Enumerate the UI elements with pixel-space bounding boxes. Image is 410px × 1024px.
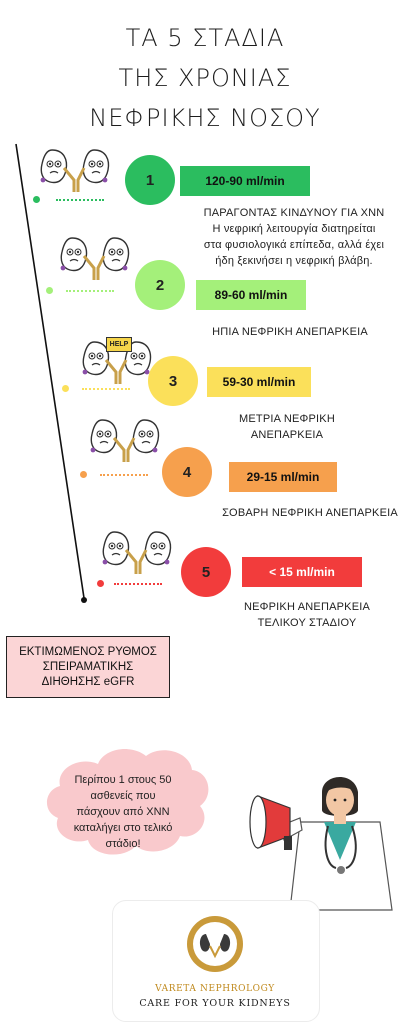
stage-3-desc-line: ΑΝΕΠΑΡΚΕΙΑ (250, 429, 324, 441)
title-line-2: ΤΗΣ ΧΡΟΝΙΑΣ (118, 64, 292, 92)
stage-4-dotted-line (100, 474, 148, 476)
help-sign-text: HELP (109, 341, 129, 348)
stage-2-description: ΗΠΙΑ ΝΕΦΡΙΚΗ ΑΝΕΠΑΡΚΕΙΑ (190, 324, 390, 340)
callout-line: Περίπου 1 στους 50 (74, 774, 172, 786)
stage-5-desc-line: ΝΕΦΡΙΚΗ ΑΝΕΠΑΡΚΕΙΑ (243, 601, 371, 613)
stage-4-desc-line: ΣΟΒΑΡΗ ΝΕΦΡΙΚΗ ΑΝΕΠΑΡΚΕΙΑ (222, 507, 398, 519)
stage-1-desc-line: στα φυσιολογικά επίπεδα, αλλά έχει (203, 239, 385, 251)
stage-2-range: 89-60 ml/min (214, 288, 288, 302)
stage-5-desc-line: ΤΕΛΙΚΟΥ ΣΤΑΔΙΟΥ (257, 617, 357, 629)
title-line-1: ΤΑ 5 ΣΤΑΔΙΑ (125, 24, 285, 52)
stage-2-desc-line: ΗΠΙΑ ΝΕΦΡΙΚΗ ΑΝΕΠΑΡΚΕΙΑ (212, 326, 368, 338)
stage-4-dot (80, 471, 87, 478)
callout-line: καταλήγει στο τελικό (73, 822, 173, 834)
help-sign: HELP (106, 337, 132, 352)
stage-3-range: 59-30 ml/min (222, 375, 296, 389)
stage-4-description: ΣΟΒΑΡΗ ΝΕΦΡΙΚΗ ΑΝΕΠΑΡΚΕΙΑ (210, 505, 410, 521)
stage-2-circle: 2 (135, 260, 185, 310)
callout-line: στάδιο! (105, 838, 141, 850)
logo-tagline: CARE FOR YOUR KIDNEYS (139, 998, 291, 1009)
stage-1-desc-line: Η νεφρική λειτουργία διατηρείται (212, 223, 376, 235)
stage-5-circle: 5 (181, 547, 231, 597)
stage-5-dotted-line (114, 583, 162, 585)
stage-2-dot (46, 287, 53, 294)
stage-1-circle: 1 (125, 155, 175, 205)
megaphone-icon (257, 795, 291, 849)
stage-3-range-bar: 59-30 ml/min (207, 367, 311, 397)
stage-5-description: ΝΕΦΡΙΚΗ ΑΝΕΠΑΡΚΕΙΑ ΤΕΛΙΚΟΥ ΣΤΑΔΙΟΥ (232, 599, 382, 631)
stage-1-dotted-line (56, 199, 104, 201)
stage-2-number: 2 (155, 276, 165, 294)
stage-1-desc-line: ήδη ξεκινήσει η νεφρική βλάβη. (215, 255, 373, 267)
stage-1-desc-line: ΠΑΡΑΓΟΝΤΑΣ ΚΙΝΔΥΝΟΥ ΓΙΑ ΧΝΝ (203, 207, 385, 219)
callout-text: Περίπου 1 στους 50 ασθενείς που πάσχουν … (58, 772, 188, 852)
stage-4-range-bar: 29-15 ml/min (229, 462, 337, 492)
stage-3-dotted-line (82, 388, 130, 390)
egfr-line: ΕΚΤΙΜΩΜΕΝΟΣ ΡΥΘΜΟΣ (19, 645, 157, 658)
egfr-box: ΕΚΤΙΜΩΜΕΝΟΣ ΡΥΘΜΟΣ ΣΠΕΙΡΑΜΑΤΙΚΗΣ ΔΙΗΘΗΣΗ… (6, 636, 170, 698)
stage-3-number: 3 (168, 372, 178, 390)
page-title: ΤΑ 5 ΣΤΑΔΙΑ ΤΗΣ ΧΡΟΝΙΑΣ ΝΕΦΡΙΚΗΣ ΝΟΣΟΥ (0, 18, 410, 138)
callout-line: ασθενείς που (90, 790, 156, 802)
logo-name: VARETA NEPHROLOGY (155, 984, 275, 994)
title-line-3: ΝΕΦΡΙΚΗΣ ΝΟΣΟΥ (89, 104, 321, 132)
stage-4-number: 4 (182, 463, 192, 481)
stage-2-dotted-line (66, 290, 114, 292)
stage-2-range-bar: 89-60 ml/min (196, 280, 306, 310)
stage-5-number: 5 (201, 563, 211, 581)
stage-1-description: ΠΑΡΑΓΟΝΤΑΣ ΚΙΝΔΥΝΟΥ ΓΙΑ ΧΝΝ Η νεφρική λε… (185, 205, 403, 269)
stage-5-range: < 15 ml/min (269, 565, 335, 579)
stage-5-range-bar: < 15 ml/min (242, 557, 362, 587)
stage-1-range-bar: 120-90 ml/min (180, 166, 310, 196)
stage-5-dot (97, 580, 104, 587)
stage-1-dot (33, 196, 40, 203)
callout-line: πάσχουν από ΧΝΝ (76, 806, 170, 818)
stage-4-circle: 4 (162, 447, 212, 497)
egfr-line: ΔΙΗΘΗΣΗΣ eGFR (41, 675, 135, 688)
stage-3-desc-line: ΜΕΤΡΙΑ ΝΕΦΡΙΚΗ (239, 413, 335, 425)
stage-4-range: 29-15 ml/min (246, 470, 320, 484)
stage-1-range: 120-90 ml/min (205, 174, 285, 188)
stage-3-description: ΜΕΤΡΙΑ ΝΕΦΡΙΚΗ ΑΝΕΠΑΡΚΕΙΑ (212, 411, 362, 443)
stage-3-dot (62, 385, 69, 392)
stage-3-circle: 3 (148, 356, 198, 406)
egfr-line: ΣΠΕΙΡΑΜΑΤΙΚΗΣ (42, 660, 134, 673)
stage-1-number: 1 (145, 171, 155, 189)
